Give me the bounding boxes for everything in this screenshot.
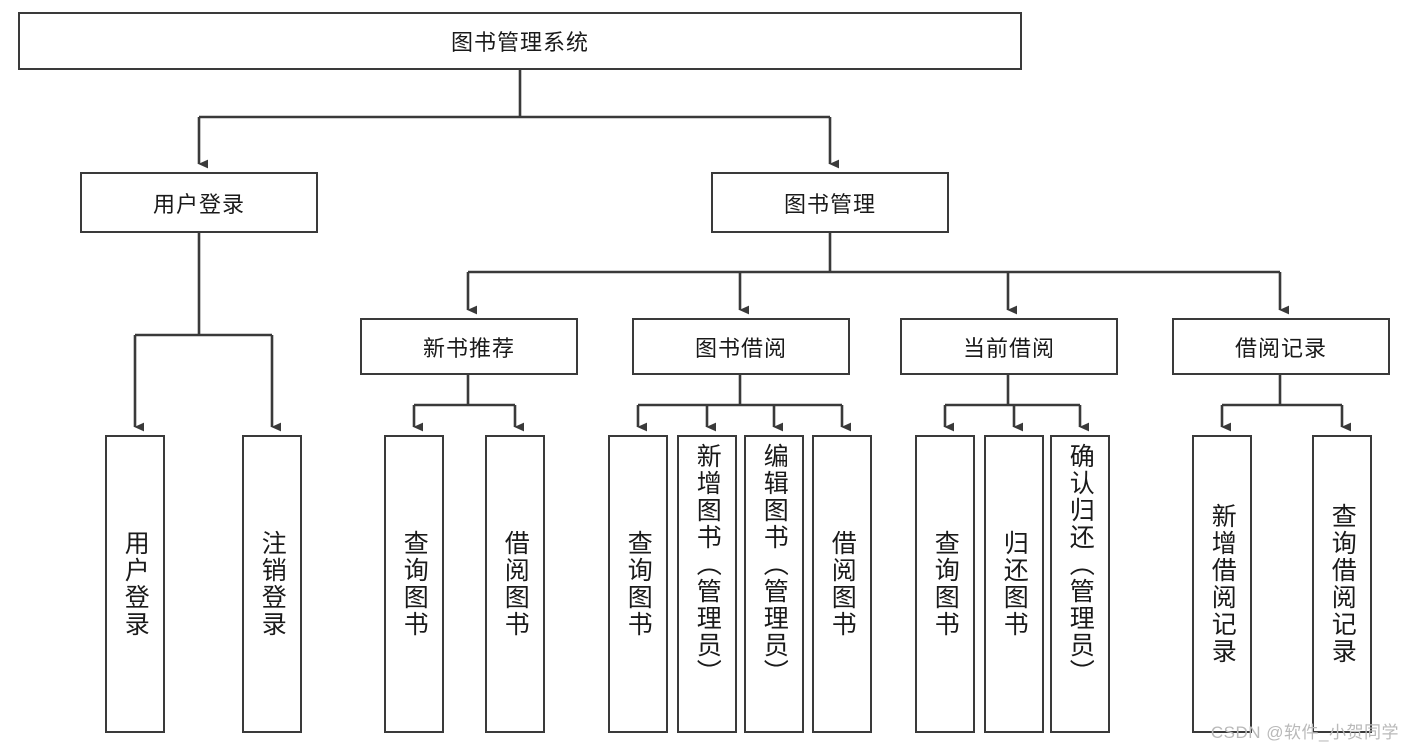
- leaf-query-book-1[interactable]: 查询图书: [384, 435, 444, 733]
- leaf-user-login[interactable]: 用户登录: [105, 435, 165, 733]
- node-root-label: 图书管理系统: [450, 30, 589, 55]
- node-current-borrow[interactable]: 当前借阅: [900, 318, 1118, 375]
- leaf-add-book-label: 新增图书（管理员）: [693, 443, 722, 686]
- edges-book-borrow: [636, 375, 852, 432]
- leaf-confirm-return[interactable]: 确认归还（管理员）: [1050, 435, 1110, 733]
- node-book-manage-label: 图书管理: [783, 191, 876, 217]
- leaf-return-book[interactable]: 归还图书: [984, 435, 1044, 733]
- leaf-query-book-2-label: 查询图书: [624, 530, 653, 638]
- leaf-confirm-return-label: 确认归还（管理员）: [1066, 443, 1095, 686]
- leaf-query-book-3-label: 查询图书: [931, 530, 960, 638]
- node-new-book-rec-label: 新书推荐: [422, 335, 515, 361]
- leaf-edit-book[interactable]: 编辑图书（管理员）: [744, 435, 804, 733]
- leaf-query-record[interactable]: 查询借阅记录: [1312, 435, 1372, 733]
- edges-new-book-rec: [412, 375, 525, 432]
- leaf-borrow-book-2[interactable]: 借阅图书: [812, 435, 872, 733]
- edges-current-borrow: [943, 375, 1090, 432]
- leaf-add-record[interactable]: 新增借阅记录: [1192, 435, 1252, 733]
- leaf-query-book-3[interactable]: 查询图书: [915, 435, 975, 733]
- leaf-query-record-label: 查询借阅记录: [1328, 503, 1357, 665]
- leaf-logout[interactable]: 注销登录: [242, 435, 302, 733]
- leaf-borrow-book-2-label: 借阅图书: [828, 530, 857, 638]
- node-book-manage[interactable]: 图书管理: [711, 172, 949, 233]
- leaf-user-login-label: 用户登录: [121, 530, 150, 638]
- leaf-add-book[interactable]: 新增图书（管理员）: [677, 435, 737, 733]
- leaf-borrow-book-1-label: 借阅图书: [501, 530, 530, 638]
- node-book-borrow[interactable]: 图书借阅: [632, 318, 850, 375]
- edges-book-manage: [466, 233, 1290, 315]
- watermark: CSDN @软件_小贺同学: [1210, 723, 1399, 742]
- leaf-query-book-2[interactable]: 查询图书: [608, 435, 668, 733]
- node-book-borrow-label: 图书借阅: [694, 335, 787, 361]
- leaf-edit-book-label: 编辑图书（管理员）: [760, 443, 789, 686]
- leaf-logout-label: 注销登录: [258, 530, 287, 638]
- edges-borrow-record: [1220, 375, 1352, 432]
- node-current-borrow-label: 当前借阅: [962, 335, 1055, 361]
- node-user-login-label: 用户登录: [152, 191, 245, 217]
- node-borrow-record[interactable]: 借阅记录: [1172, 318, 1390, 375]
- leaf-return-book-label: 归还图书: [1000, 530, 1029, 638]
- leaf-query-book-1-label: 查询图书: [400, 530, 429, 638]
- node-user-login[interactable]: 用户登录: [80, 172, 318, 233]
- edges-user-login: [133, 233, 282, 432]
- node-borrow-record-label: 借阅记录: [1234, 335, 1327, 361]
- leaf-borrow-book-1[interactable]: 借阅图书: [485, 435, 545, 733]
- node-new-book-rec[interactable]: 新书推荐: [360, 318, 578, 375]
- node-root[interactable]: 图书管理系统: [18, 12, 1022, 70]
- edges-root: [197, 70, 840, 169]
- leaf-add-record-label: 新增借阅记录: [1208, 503, 1237, 665]
